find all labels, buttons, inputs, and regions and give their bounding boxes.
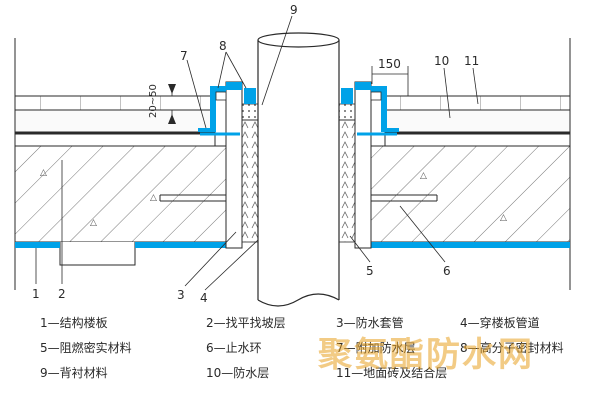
callout-4: 4 — [200, 291, 208, 305]
legend-item-3: 3—防水套管 — [336, 316, 404, 330]
callout-5: 5 — [366, 264, 374, 278]
legend-item-6: 6—止水环 — [206, 341, 262, 355]
water-stop-ring — [159, 194, 438, 202]
through-pipe — [257, 32, 340, 308]
callout-6: 6 — [443, 264, 451, 278]
legend-item-1: 1—结构楼板 — [40, 316, 108, 330]
callout-10: 10 — [434, 54, 449, 68]
svg-text:△: △ — [500, 213, 507, 223]
watermark: 聚氨酯防水网 — [318, 335, 534, 375]
slab-bottom-band — [15, 242, 570, 248]
legend-item-10: 10—防水层 — [206, 366, 270, 380]
legend-item-4: 4—穿楼板管道 — [460, 316, 540, 330]
dim-arrow-top — [168, 84, 176, 94]
legend-item-11: 11—地面砖及结合层 — [336, 366, 448, 380]
callout-8: 8 — [219, 39, 227, 53]
structural-slab: △ △ △ △ △ — [14, 145, 571, 266]
legend-item-5: 5—阻燃密实材料 — [40, 341, 132, 355]
dim-arrow-bottom — [168, 114, 176, 124]
legend-item-7: 7—附加防水层 — [336, 341, 416, 355]
callout-leaders — [35, 15, 479, 291]
legend-item-8: 8—高分子密封材料 — [460, 341, 564, 355]
callout-3: 3 — [177, 288, 185, 302]
legend-item-2: 2—找平找坡层 — [206, 316, 286, 330]
svg-text:△: △ — [150, 193, 157, 203]
svg-text:△: △ — [420, 171, 427, 181]
waterproof-sleeve — [225, 81, 372, 249]
svg-text:△: △ — [40, 168, 47, 178]
callout-11: 11 — [464, 54, 479, 68]
callout-1: 1 — [32, 287, 40, 301]
legend-item-9: 9—背衬材料 — [40, 366, 108, 380]
svg-text:△: △ — [90, 218, 97, 228]
dimension-gap: 20~50 — [148, 84, 159, 118]
callout-2: 2 — [58, 287, 66, 301]
callout-7: 7 — [180, 49, 188, 63]
dimension-150: 150 — [378, 57, 401, 71]
callout-9: 9 — [290, 3, 298, 17]
additional-waterproof-layer — [198, 86, 399, 136]
